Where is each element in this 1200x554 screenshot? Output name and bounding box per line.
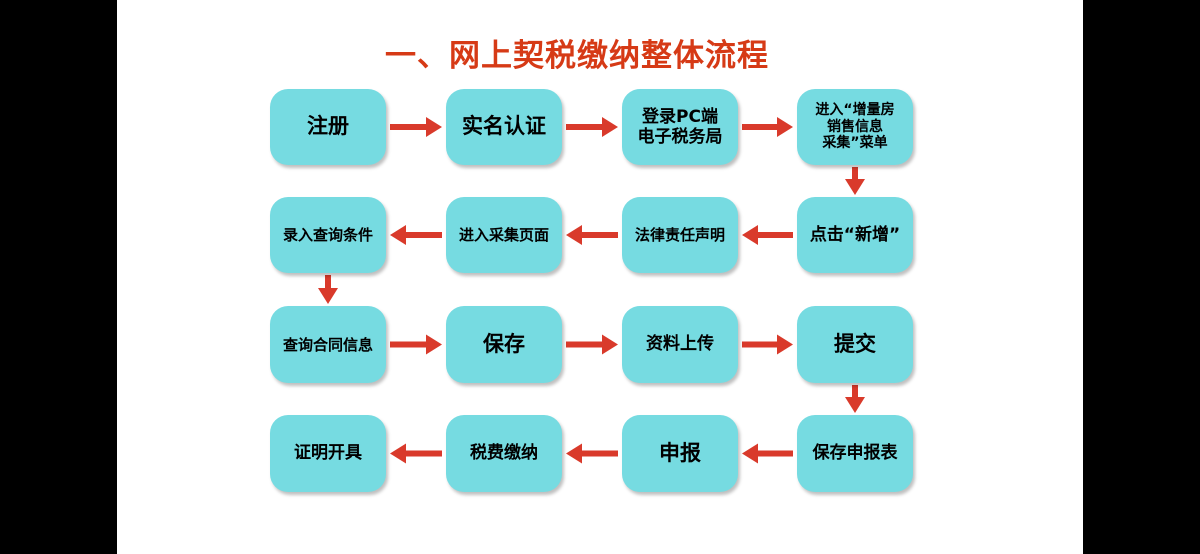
- step-box-9: 查询合同信息: [270, 306, 386, 383]
- step-box-6: 法律责任声明: [622, 197, 738, 273]
- step-box-16: 证明开具: [270, 415, 386, 492]
- flow-arrow-11: [742, 334, 793, 355]
- flow-arrow-1: [390, 117, 442, 137]
- step-box-5: 点击“新增”: [797, 197, 913, 273]
- flow-arrow-8: [318, 275, 338, 304]
- step-box-2: 实名认证: [446, 89, 562, 165]
- step-box-3: 登录PC端 电子税务局: [622, 89, 738, 165]
- step-box-4: 进入“增量房 销售信息 采集”菜单: [797, 89, 913, 165]
- flow-arrow-7: [390, 225, 442, 245]
- flow-arrow-6: [566, 225, 618, 245]
- flow-arrow-15: [390, 443, 442, 464]
- step-box-7: 进入采集页面: [446, 197, 562, 273]
- step-box-1: 注册: [270, 89, 386, 165]
- step-box-8: 录入查询条件: [270, 197, 386, 273]
- flow-arrow-12: [845, 385, 865, 413]
- step-box-15: 税费缴纳: [446, 415, 562, 492]
- flow-arrow-2: [566, 117, 618, 137]
- step-box-12: 提交: [797, 306, 913, 383]
- flow-arrow-14: [566, 443, 618, 464]
- step-box-13: 保存申报表: [797, 415, 913, 492]
- flow-arrow-4: [845, 167, 865, 195]
- flow-arrow-3: [742, 117, 793, 137]
- step-box-11: 资料上传: [622, 306, 738, 383]
- flow-arrow-10: [566, 334, 618, 355]
- step-box-10: 保存: [446, 306, 562, 383]
- flow-arrow-13: [742, 443, 793, 464]
- page-title: 一、网上契税缴纳整体流程: [385, 38, 769, 74]
- flow-arrow-9: [390, 334, 442, 355]
- flow-arrow-5: [742, 225, 793, 245]
- step-box-14: 申报: [622, 415, 738, 492]
